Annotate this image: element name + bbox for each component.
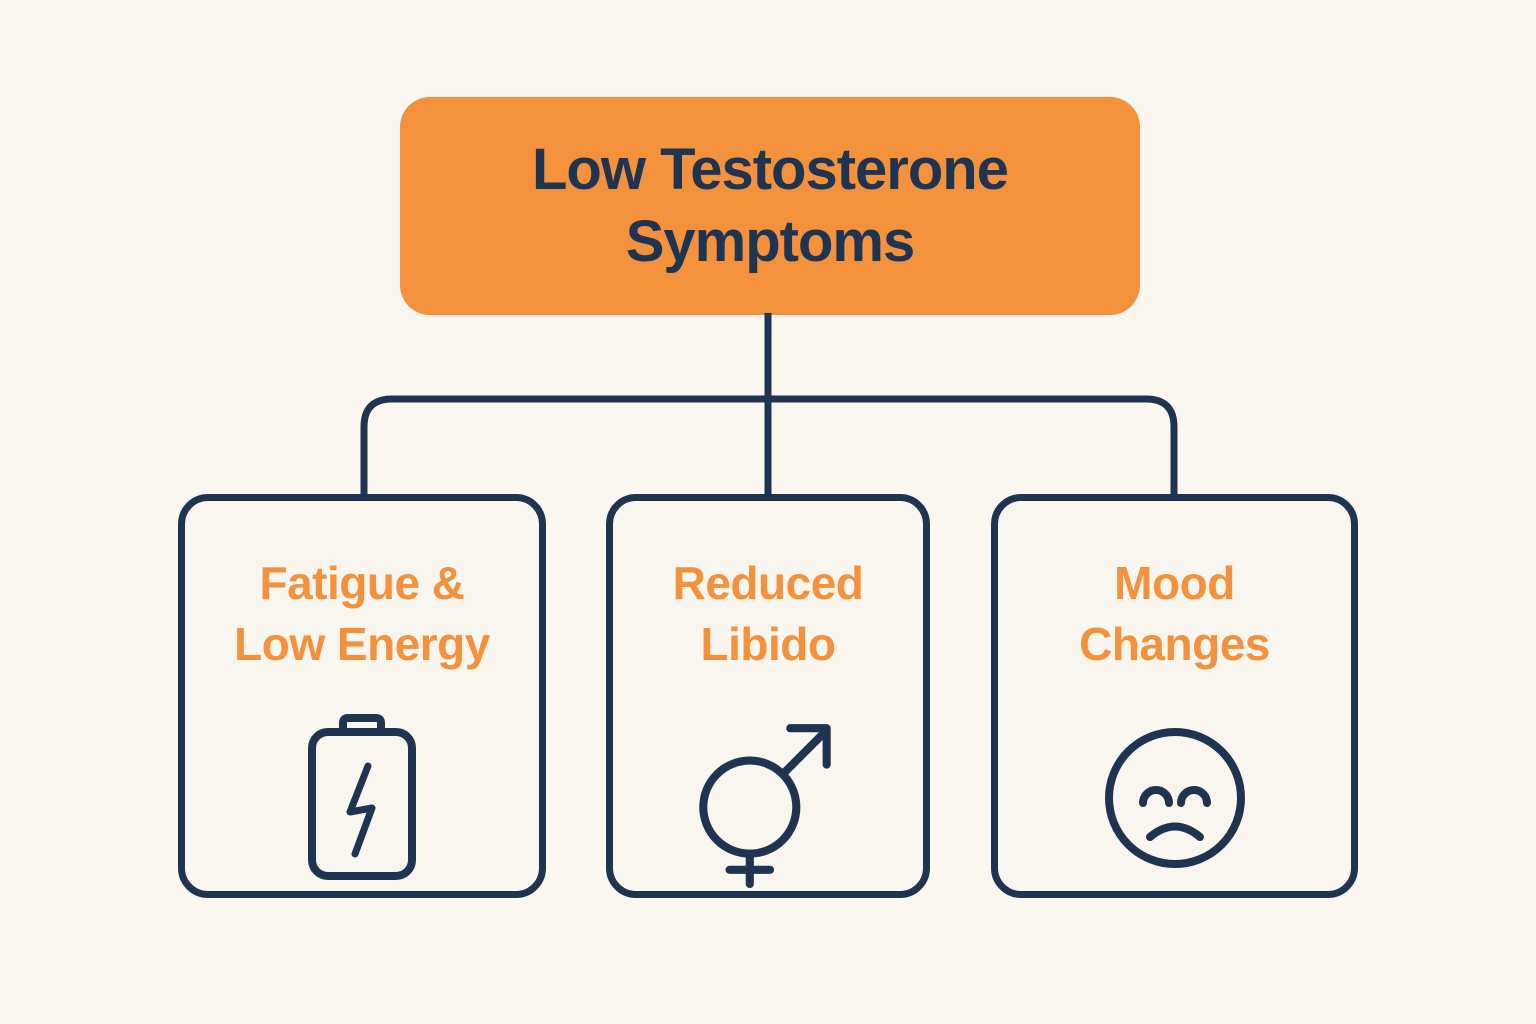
card-title-mood-line2: Changes — [1079, 617, 1270, 670]
symptom-card-fatigue-low-energy: Fatigue & Low Energy — [178, 494, 546, 898]
card-title-libido-line2: Libido — [700, 617, 836, 670]
card-title-libido: Reduced Libido — [673, 553, 864, 674]
card-title-fatigue-line1: Fatigue & — [259, 557, 465, 609]
battery-low-icon — [302, 704, 422, 891]
card-title-mood: Mood Changes — [1079, 553, 1270, 674]
card-title-mood-line1: Mood — [1114, 557, 1235, 609]
page-title: Low Testosterone Symptoms — [532, 134, 1009, 278]
card-title-fatigue-line2: Low Energy — [234, 617, 490, 670]
connector-left — [360, 395, 768, 496]
gender-symbol-icon — [692, 704, 844, 891]
symptom-card-mood-changes: Mood Changes — [991, 494, 1358, 898]
symptom-card-reduced-libido: Reduced Libido — [606, 494, 930, 898]
connector-right — [768, 395, 1178, 496]
card-title-libido-line1: Reduced — [672, 557, 864, 609]
root-node-symptoms: Low Testosterone Symptoms — [400, 97, 1140, 315]
sad-face-icon — [1100, 704, 1250, 891]
page-title-line1: Low Testosterone — [532, 137, 1009, 203]
card-title-fatigue: Fatigue & Low Energy — [234, 553, 490, 674]
page-title-line2: Symptoms — [625, 209, 916, 274]
